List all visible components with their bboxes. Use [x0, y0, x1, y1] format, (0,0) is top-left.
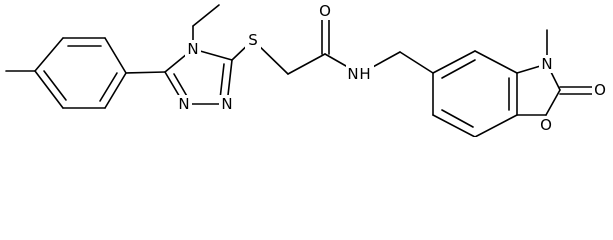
bond-tolyl-ring	[34, 70, 64, 109]
atom-oxazolone-ring-oxygen: O	[540, 116, 552, 134]
bond-aryl-triazole	[125, 71, 166, 74]
atom-layer: N N N S O N H N O O	[176, 2, 609, 134]
bond-tolyl-double	[43, 70, 67, 101]
atom-amide-hydrogen: H	[359, 65, 370, 83]
bond-triazole-double	[173, 73, 189, 99]
bond-oxazolone-ring	[545, 89, 561, 116]
bond-benzo-ring	[432, 50, 476, 74]
atom-triazole-n2: N	[178, 95, 189, 113]
bond-tolyl-double	[99, 72, 118, 102]
bond-triazole-double	[219, 63, 225, 100]
bond-n-ethyl	[192, 4, 220, 27]
bond-tolyl-ring	[34, 37, 64, 72]
bond-benzo-ring	[474, 114, 518, 137]
bond-ch2-aryl	[399, 51, 434, 74]
atom-triazole-n1: N	[221, 95, 232, 113]
bond-ch2-carbonyl	[287, 53, 326, 75]
bond-tolyl-ring	[104, 72, 127, 109]
atom-triazole-n4: N	[187, 40, 198, 58]
atom-oxazolone-carbonyl-oxygen: O	[594, 81, 606, 99]
bond-tolyl-ring	[104, 37, 127, 74]
bond-layer	[5, 4, 593, 137]
atom-sulfur: S	[248, 31, 258, 49]
bond-benzo-ring	[474, 50, 518, 74]
bond-benzo-double	[441, 109, 474, 128]
atom-oxazolone-nitrogen: N	[541, 55, 552, 73]
atom-amide-nitrogen: N	[347, 65, 358, 83]
bond-benzo-ring	[432, 114, 476, 137]
molecule-structure-diagram: N N N S O N H N O O	[5, 2, 609, 137]
atom-amide-oxygen: O	[319, 2, 331, 20]
bond-benzo-double	[441, 59, 476, 79]
